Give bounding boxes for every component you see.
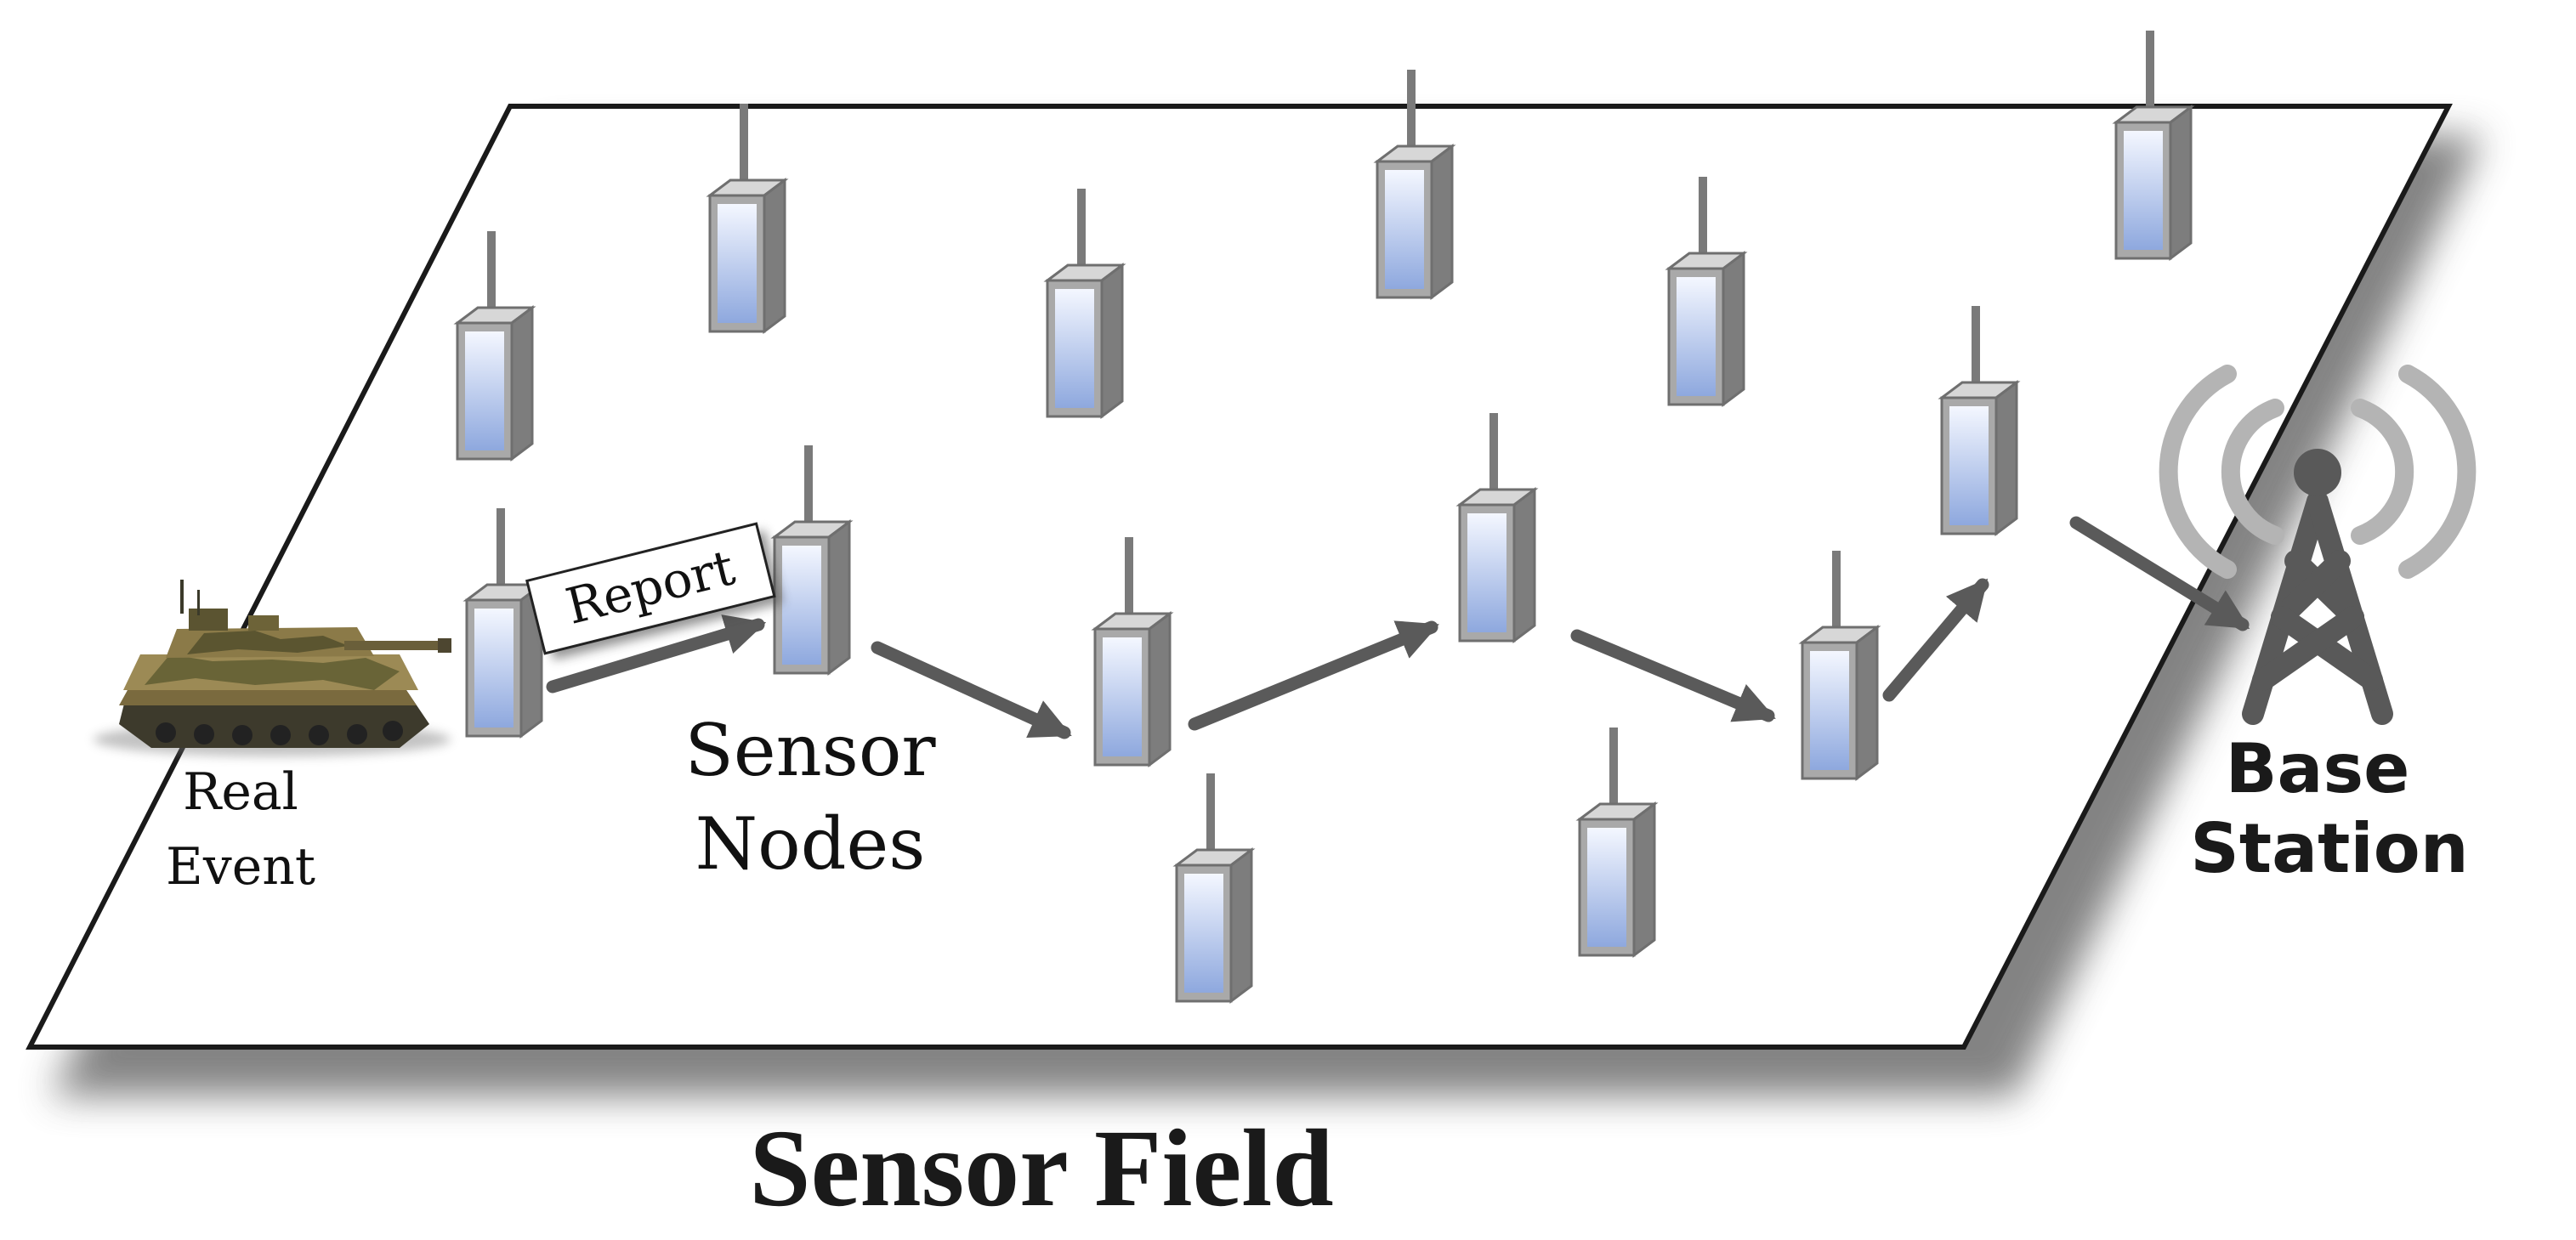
- tank-icon: [94, 580, 451, 756]
- real-event-label-line-2: Event: [166, 837, 315, 897]
- arrow-hop-1: [871, 641, 1072, 739]
- base-station-label-line-1: Base: [2226, 729, 2410, 808]
- real-event-label-line-1: Real: [183, 762, 298, 822]
- base-station-label-line-2: Station: [2190, 809, 2468, 888]
- sensor-node-icon: [2114, 29, 2193, 260]
- arrow-hop-3: [1570, 629, 1776, 722]
- arrow-hop-2: [1188, 620, 1439, 731]
- arrow-hop-4: [1882, 578, 1989, 702]
- sensor-field-title: Sensor Field: [749, 1107, 1333, 1230]
- sensor-nodes-label-line-2: Nodes: [695, 802, 926, 886]
- arrow-report: [546, 614, 767, 694]
- sensor-nodes-label-line-1: Sensor: [684, 709, 936, 792]
- arrow-to-base: [2069, 516, 2250, 631]
- radio-tower-icon: [2159, 365, 2477, 725]
- routing-path: [546, 516, 2250, 739]
